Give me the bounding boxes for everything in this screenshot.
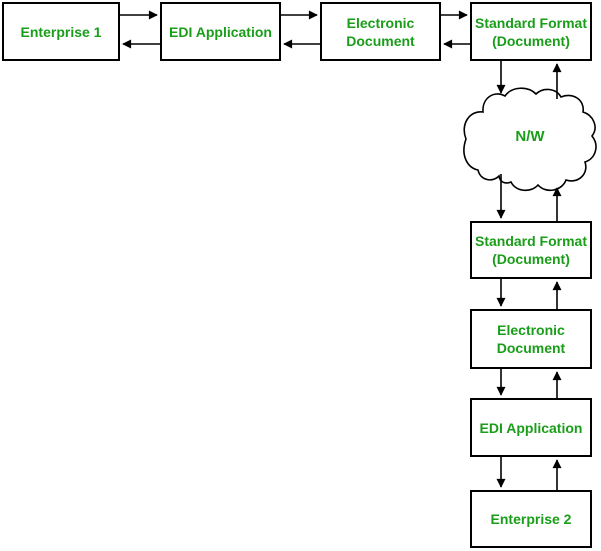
node-electronic-document-top-line2: Document — [346, 32, 415, 49]
node-standard-format-top-line1: Standard Format — [474, 14, 587, 31]
node-electronic-document-bottom-line2: Document — [496, 340, 566, 356]
node-electronic-document-bottom: Electronic Document — [470, 309, 592, 369]
node-standard-format-bottom-line1: Standard Format — [474, 233, 587, 249]
node-enterprise-1: Enterprise 1 — [2, 2, 120, 61]
node-enterprise-1-label: Enterprise 1 — [20, 23, 102, 40]
node-standard-format-top: Standard Format (Document) — [470, 2, 592, 61]
network-cloud-shape — [463, 87, 597, 192]
node-electronic-document-bottom-line1: Electronic — [497, 322, 565, 338]
node-enterprise-2: Enterprise 2 — [470, 490, 592, 548]
node-electronic-document-top: Electronic Document — [320, 2, 441, 61]
node-edi-application-bottom-label: EDI Application — [479, 419, 583, 436]
node-enterprise-2-label: Enterprise 2 — [490, 511, 572, 527]
network-cloud-label: N/W — [515, 128, 545, 145]
node-standard-format-top-line2: (Document) — [492, 32, 570, 49]
node-standard-format-bottom-line2: (Document) — [492, 251, 570, 267]
node-edi-application-top: EDI Application — [160, 2, 281, 61]
node-electronic-document-top-line1: Electronic — [346, 14, 415, 31]
node-edi-application-bottom: EDI Application — [470, 398, 592, 457]
node-edi-application-top-label: EDI Application — [169, 23, 272, 40]
node-standard-format-bottom: Standard Format (Document) — [470, 221, 592, 279]
